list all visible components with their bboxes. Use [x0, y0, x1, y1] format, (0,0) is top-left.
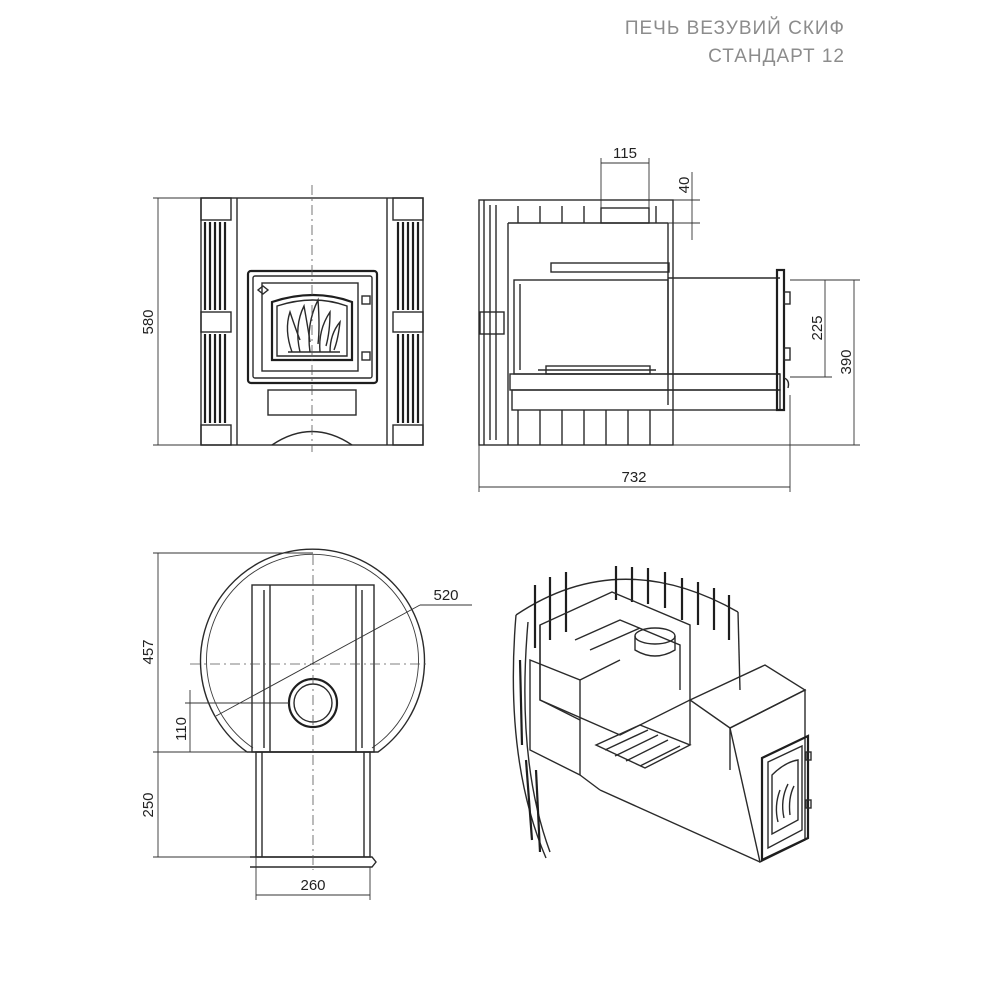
drawing-title-line2: СТАНДАРТ 12: [708, 46, 845, 67]
dim-732-label: 732: [621, 469, 646, 486]
dim-225-label: 225: [809, 315, 826, 340]
dim-250-label: 250: [140, 792, 157, 817]
front-view: 580: [140, 185, 424, 452]
plan-view: 520 457 110 250 260: [140, 548, 472, 900]
dim-110-label: 110: [173, 717, 190, 741]
drawing-title-line1: ПЕЧЬ ВЕЗУВИЙ СКИФ: [624, 18, 845, 39]
dim-580-label: 580: [140, 309, 157, 334]
iso-flame-icon: [775, 783, 795, 823]
flame-icon: [286, 297, 341, 353]
dim-260-label: 260: [300, 877, 325, 894]
dim-390-label: 390: [838, 349, 855, 374]
dim-40-label: 40: [676, 177, 693, 194]
dim-520-label: 520: [433, 587, 458, 604]
isometric-view: [512, 566, 812, 864]
side-view: 115 40 225 390 732: [478, 145, 860, 492]
dim-457-label: 457: [140, 639, 157, 664]
dim-115-label: 115: [613, 145, 637, 162]
